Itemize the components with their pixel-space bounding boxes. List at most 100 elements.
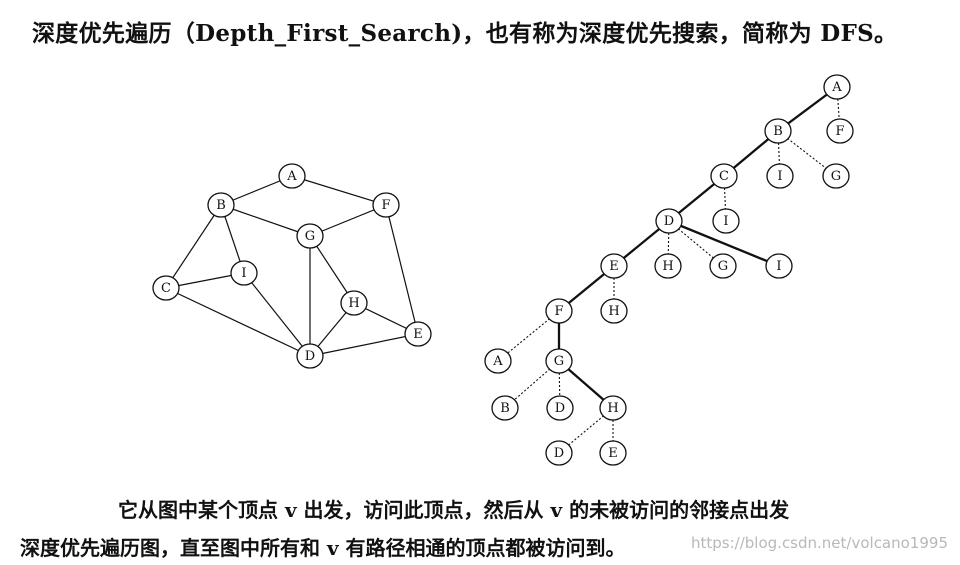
tree-node-A-14: A: [484, 348, 512, 374]
tree-node-F-12-circle: [545, 298, 573, 324]
tree-node-I-4-circle: [766, 163, 794, 189]
tree-node-H-13-label: H: [608, 304, 619, 319]
graph-edge-F-G: [309, 204, 387, 237]
tree-node-G-15-label: G: [554, 354, 564, 369]
description-line-1: 它从图中某个顶点 v 出发，访问此顶点，然后从 v 的未被访问的邻接点出发: [118, 498, 790, 522]
tree-node-E-20-circle: [599, 440, 627, 466]
tree-node-D-19-label: D: [554, 446, 564, 461]
graph-edge-B-G: [220, 204, 311, 237]
tree-node-G-15-circle: [545, 348, 573, 374]
tree-node-D-6-label: D: [664, 214, 674, 229]
graph-node-F-circle: [372, 192, 400, 218]
tree-node-C-3: C: [710, 163, 738, 189]
graph-node-C: C: [152, 275, 180, 301]
tree-node-H-18: H: [599, 395, 627, 421]
graph-node-H-label: H: [348, 296, 359, 311]
tree-node-C-3-label: C: [719, 169, 729, 184]
graph-node-H-circle: [340, 290, 368, 316]
tree-node-D-19: D: [545, 440, 573, 466]
tree-node-H-9-label: H: [662, 259, 673, 274]
graph-node-B-circle: [207, 192, 235, 218]
graph-node-A: A: [278, 163, 306, 189]
graph-edge-D-E: [309, 333, 419, 357]
graph-node-B: B: [207, 192, 235, 218]
tree-node-H-13: H: [600, 298, 628, 324]
graph-node-B-label: B: [216, 198, 226, 213]
graph-node-I-label: I: [241, 266, 246, 281]
tree-node-B-1: B: [764, 118, 792, 144]
graph-node-E-circle: [404, 321, 432, 347]
tree-node-F-12-label: F: [554, 304, 563, 319]
tree-node-H-18-label: H: [607, 401, 618, 416]
tree-node-A-0-label: A: [831, 80, 842, 95]
dfs-spanning-tree: A B F C I G D I E H G I F H A G B D H D E: [484, 74, 854, 466]
tree-node-I-11-circle: [765, 253, 793, 279]
graph-node-D: D: [296, 343, 324, 369]
tree-node-A-0-circle: [823, 74, 851, 100]
graph-edge-G-H: [309, 235, 355, 304]
tree-node-E-20-label: E: [608, 446, 618, 461]
graph-node-I: I: [230, 260, 258, 286]
tree-node-G-15: G: [545, 348, 573, 374]
tree-node-I-4: I: [766, 163, 794, 189]
graph-edge-F-E: [385, 204, 419, 335]
tree-node-C-3-circle: [710, 163, 738, 189]
tree-node-B-1-circle: [764, 118, 792, 144]
tree-node-A-14-circle: [484, 348, 512, 374]
tree-node-B-16-label: B: [500, 401, 510, 416]
tree-node-I-11-label: I: [776, 259, 781, 274]
tree-node-H-9-circle: [654, 253, 682, 279]
tree-node-F-2-label: F: [835, 124, 844, 139]
graph-edge-C-D: [165, 287, 311, 357]
graph-node-E: E: [404, 321, 432, 347]
tree-node-E-8-circle: [600, 253, 628, 279]
tree-node-B-1-label: B: [773, 124, 783, 139]
tree-node-F-12: F: [545, 298, 573, 324]
graph-node-F-label: F: [381, 198, 390, 213]
tree-node-E-8: E: [600, 253, 628, 279]
graph-node-A-circle: [278, 163, 306, 189]
tree-node-D-17: D: [546, 395, 574, 421]
section-heading: 深度优先遍历（Depth_First_Search)，也有称为深度优先搜索，简称…: [32, 20, 898, 47]
graph-node-D-circle: [296, 343, 324, 369]
tree-node-B-16-circle: [491, 395, 519, 421]
graph-node-E-label: E: [413, 327, 423, 342]
tree-node-D-6: D: [655, 208, 683, 234]
graph-node-I-circle: [230, 260, 258, 286]
tree-node-G-5-circle: [822, 163, 850, 189]
tree-node-G-5-label: G: [831, 169, 841, 184]
tree-node-G-10-circle: [709, 253, 737, 279]
tree-node-H-9: H: [654, 253, 682, 279]
tree-node-G-10: G: [709, 253, 737, 279]
graph-node-C-circle: [152, 275, 180, 301]
graph-node-F: F: [372, 192, 400, 218]
tree-node-E-20: E: [599, 440, 627, 466]
tree-node-G-5: G: [822, 163, 850, 189]
tree-node-H-13-circle: [600, 298, 628, 324]
graph-node-A-label: A: [286, 169, 297, 184]
tree-node-E-8-label: E: [609, 259, 619, 274]
graph-node-H: H: [340, 290, 368, 316]
tree-node-D-17-label: D: [555, 401, 565, 416]
description-line-2: 深度优先遍历图，直至图中所有和 v 有路径相通的顶点都被访问到。: [20, 536, 626, 560]
graph-edge-I-D: [243, 272, 311, 357]
graph-node-C-label: C: [161, 281, 171, 296]
tree-node-D-17-circle: [546, 395, 574, 421]
tree-node-F-2: F: [826, 118, 854, 144]
graph-edge-A-F: [291, 175, 387, 206]
graph-edge-B-C: [165, 204, 222, 289]
tree-node-H-18-circle: [599, 395, 627, 421]
tree-node-I-7-circle: [712, 208, 740, 234]
tree-node-A-14-label: A: [492, 354, 503, 369]
tree-node-I-7: I: [712, 208, 740, 234]
tree-node-I-7-label: I: [723, 214, 728, 229]
tree-node-B-16: B: [491, 395, 519, 421]
graph-node-G-circle: [296, 223, 324, 249]
tree-node-I-4-label: I: [777, 169, 782, 184]
graph-node-D-label: D: [305, 349, 315, 364]
tree-node-I-11: I: [765, 253, 793, 279]
tree-node-A-0: A: [823, 74, 851, 100]
tree-node-D-19-circle: [545, 440, 573, 466]
